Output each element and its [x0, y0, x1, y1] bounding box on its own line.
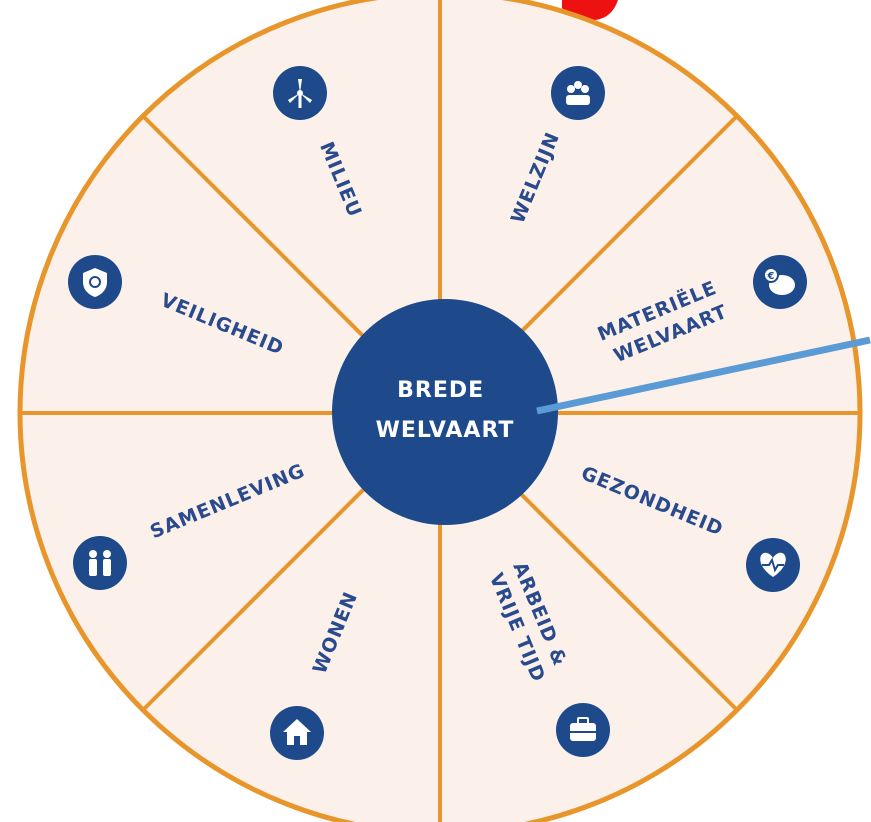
briefcase-icon — [556, 703, 610, 757]
piggy-bank-icon: € — [753, 255, 807, 309]
pointer-line — [536, 336, 871, 415]
center-hub: BREDE WELVAART — [332, 299, 558, 525]
svg-text:€: € — [767, 271, 775, 282]
house-icon — [270, 706, 324, 760]
center-circle — [332, 299, 558, 525]
center-title: BREDE WELVAART — [376, 378, 515, 443]
group-icon — [551, 66, 605, 120]
shield-icon — [68, 255, 122, 309]
heart-pulse-icon — [746, 538, 800, 592]
wind-turbine-icon — [273, 66, 327, 120]
people-icon — [73, 536, 127, 590]
